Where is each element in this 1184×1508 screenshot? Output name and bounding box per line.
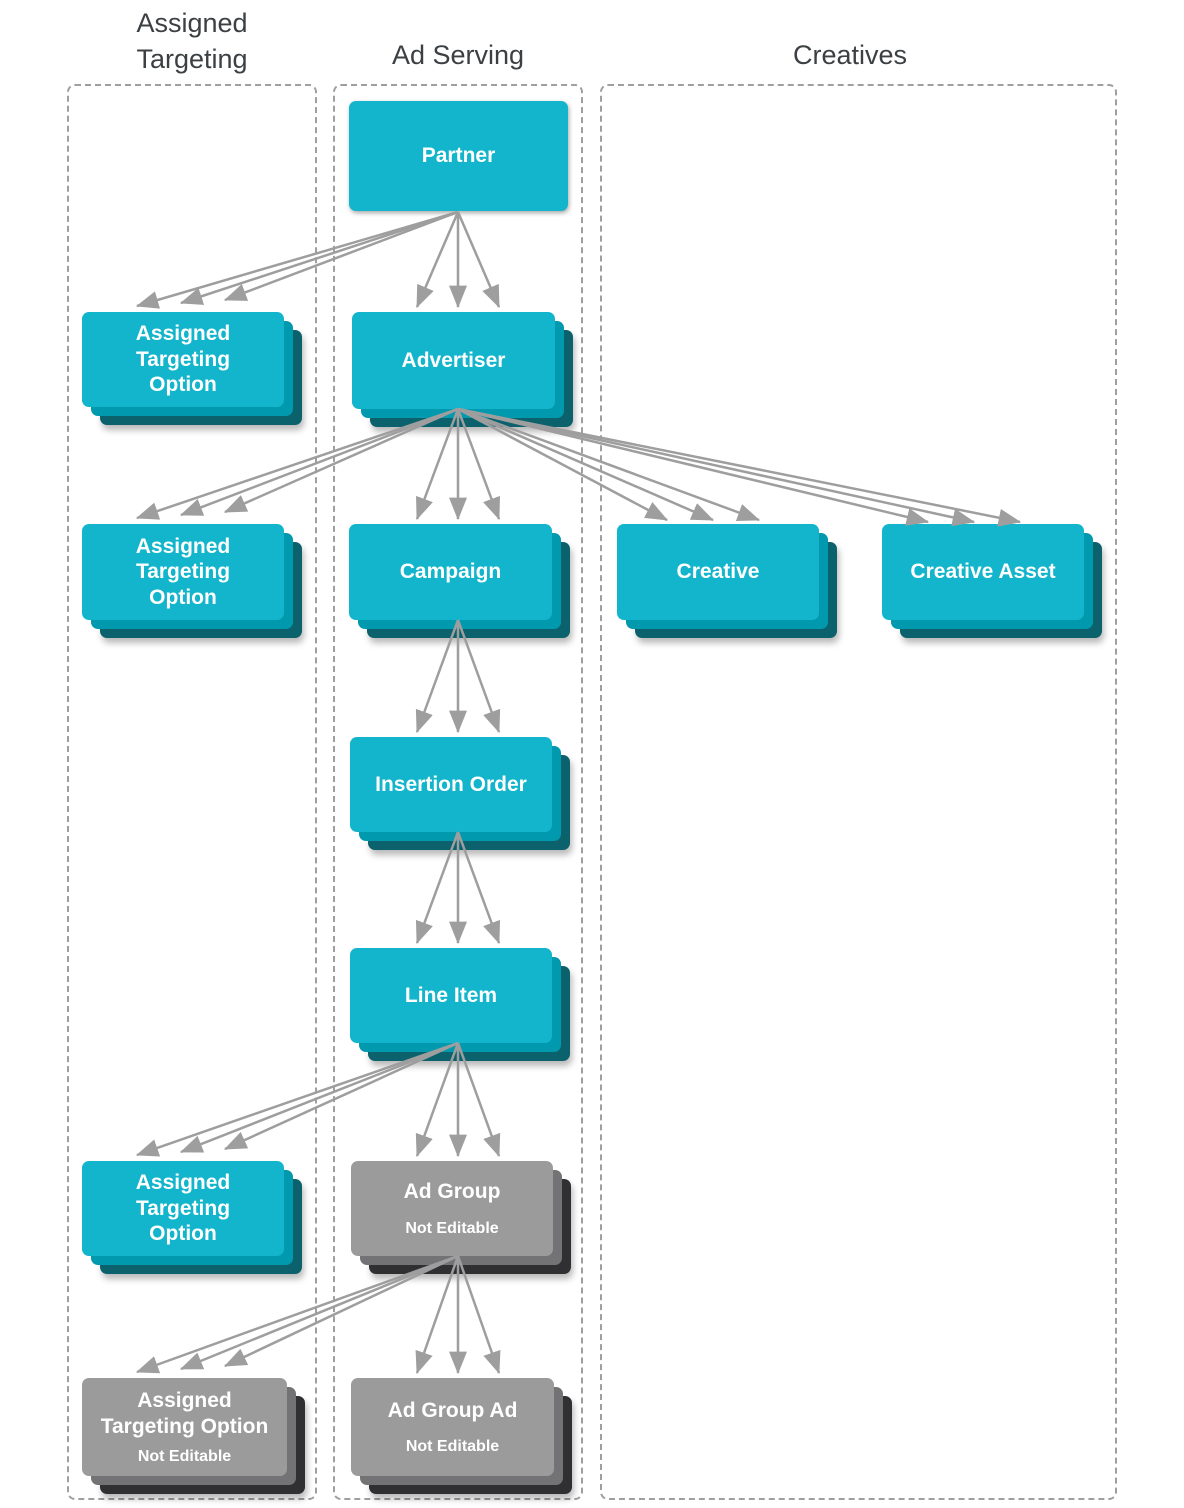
node-assigned-targeting-option-4-sublabel: Not Editable [137, 1447, 232, 1465]
node-line-item-label: Line Item [404, 983, 498, 1007]
node-ad-group-ad-label: Ad Group Ad [387, 1398, 518, 1422]
node-assigned-targeting-option-3: Assigned Targeting Option [82, 1161, 284, 1256]
assigned-targeting-column [67, 84, 317, 1500]
node-assigned-targeting-option-2-label: Assigned Targeting Option [135, 534, 231, 609]
node-assigned-targeting-option-2: Assigned Targeting Option [82, 524, 284, 620]
node-ad-group-ad-sublabel: Not Editable [405, 1438, 500, 1456]
node-partner: Partner [349, 101, 568, 211]
node-campaign: Campaign [349, 524, 552, 620]
creatives-column [600, 84, 1117, 1500]
column-header-assigned-targeting: Assigned Targeting [136, 8, 248, 74]
column-header-creatives: Creatives [792, 40, 908, 70]
node-ad-group-ad: Ad Group Ad Not Editable [351, 1378, 554, 1476]
node-assigned-targeting-option-4: Assigned Targeting Option Not Editable [82, 1378, 287, 1476]
node-insertion-order-label: Insertion Order [375, 772, 527, 796]
node-assigned-targeting-option-1-label: Assigned Targeting Option [135, 322, 231, 397]
node-ad-group-label: Ad Group [403, 1180, 501, 1204]
node-campaign-label: Campaign [399, 560, 502, 584]
column-header-ad-serving: Ad Serving [391, 40, 525, 70]
node-ad-group: Ad Group Not Editable [351, 1161, 553, 1256]
node-creative-asset-label: Creative Asset [910, 560, 1056, 584]
node-advertiser-label: Advertiser [401, 348, 506, 372]
node-assigned-targeting-option-3-label: Assigned Targeting Option [135, 1171, 231, 1246]
node-creative-label: Creative [676, 560, 760, 584]
node-creative: Creative [617, 524, 819, 620]
node-line-item: Line Item [350, 948, 552, 1043]
node-assigned-targeting-option-1: Assigned Targeting Option [82, 312, 284, 407]
node-creative-asset: Creative Asset [882, 524, 1084, 620]
node-ad-group-sublabel: Not Editable [405, 1219, 499, 1237]
ad-serving-column [333, 84, 583, 1500]
node-advertiser: Advertiser [352, 312, 555, 409]
node-partner-label: Partner [421, 144, 496, 168]
node-assigned-targeting-option-4-label: Assigned Targeting Option [100, 1389, 269, 1438]
node-insertion-order: Insertion Order [350, 737, 552, 832]
